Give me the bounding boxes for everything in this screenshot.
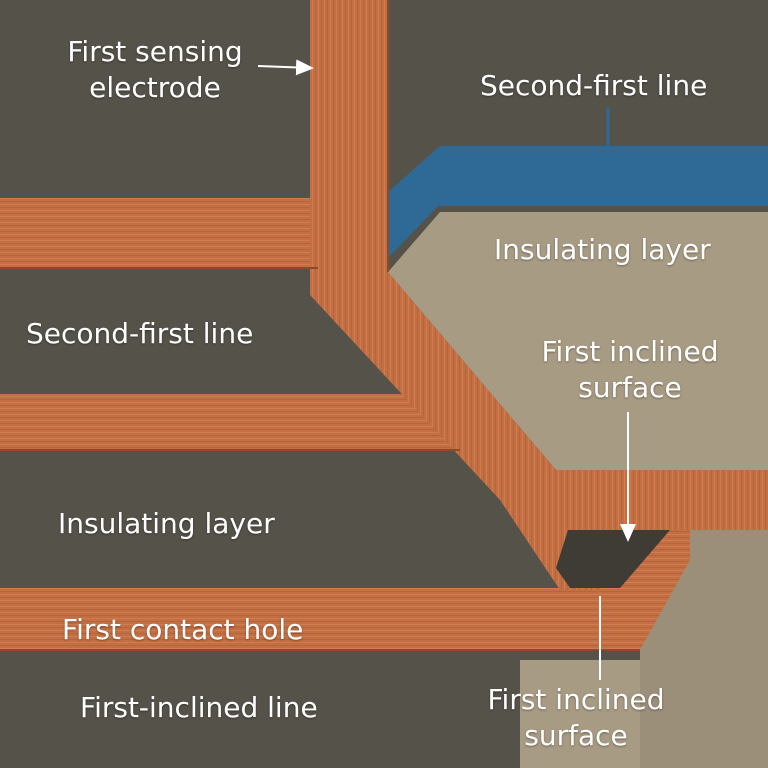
- copper-trace-upper: [0, 198, 318, 268]
- label-second-first-line-left: Second-first line: [26, 317, 254, 350]
- label-insulating-layer-right: Insulating layer: [494, 233, 711, 266]
- second-first-line-blue: [388, 146, 768, 258]
- label-first-sensing-electrode-line1: First sensing: [67, 35, 243, 68]
- label-first-inclined-line: First-inclined line: [80, 691, 318, 724]
- label-first-inclined-surface-upper-line1: First inclined: [541, 335, 719, 368]
- contact-hole: [556, 530, 670, 588]
- label-second-first-line-top: Second-first line: [480, 69, 708, 102]
- label-first-contact-hole: First contact hole: [62, 613, 304, 646]
- arrow-first-sensing-electrode: [257, 59, 314, 76]
- label-first-inclined-surface-lower-line2: surface: [524, 719, 628, 752]
- label-first-sensing-electrode-line2: electrode: [89, 71, 221, 104]
- label-first-sensing-electrode: First sensing electrode: [50, 34, 260, 106]
- label-first-inclined-surface-upper-line2: surface: [578, 371, 682, 404]
- label-insulating-layer-left: Insulating layer: [58, 507, 275, 540]
- label-first-inclined-surface-lower: First inclined surface: [466, 682, 686, 754]
- first-sensing-electrode-trace: [310, 0, 768, 590]
- copper-trace-middle: [0, 394, 460, 450]
- label-first-inclined-surface-upper: First inclined surface: [520, 334, 740, 406]
- copper-trace-lower: [0, 588, 640, 650]
- label-first-inclined-surface-lower-line1: First inclined: [487, 683, 665, 716]
